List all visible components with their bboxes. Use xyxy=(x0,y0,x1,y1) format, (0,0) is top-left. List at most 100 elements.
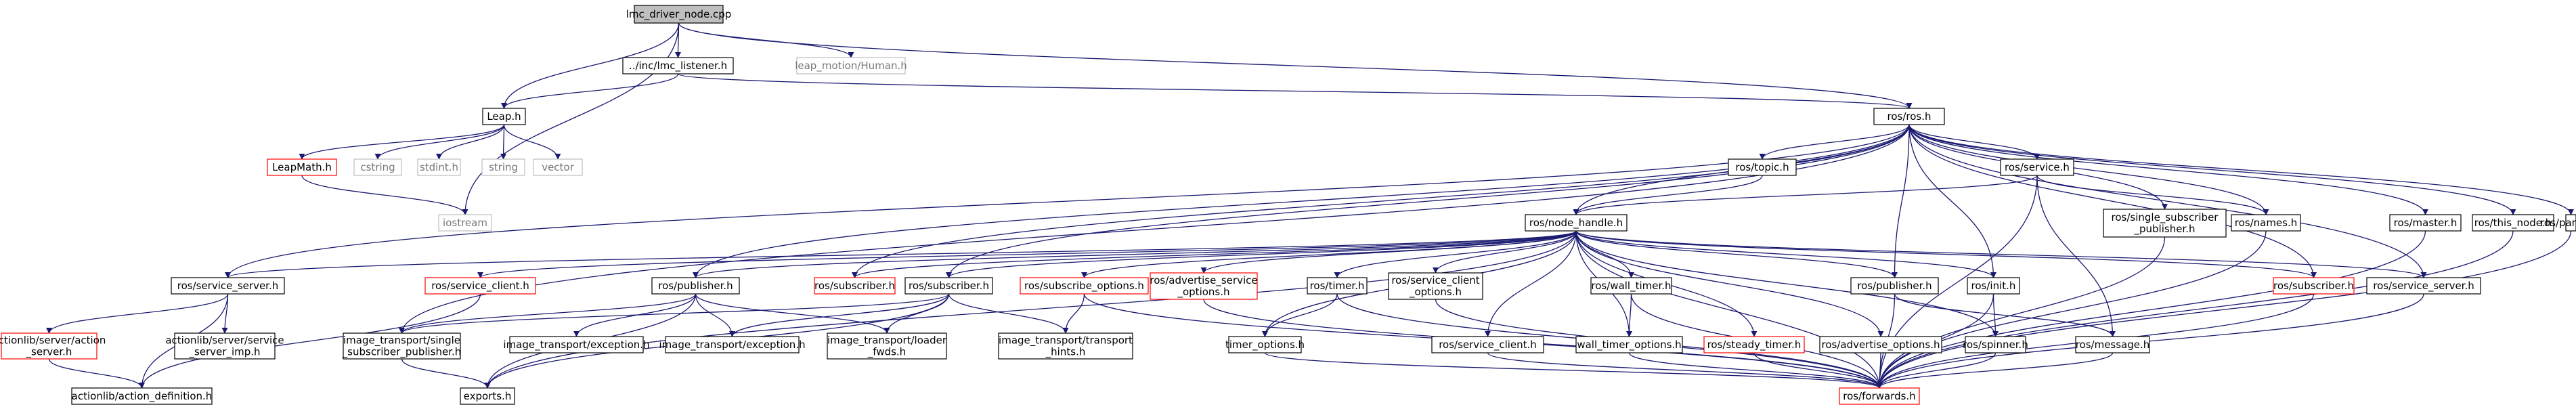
node-subscriber-red-l[interactable]: ros/subscriber.h xyxy=(814,277,896,295)
edge-rosros-to-topic xyxy=(1759,124,1910,160)
node-timer[interactable]: ros/timer.h xyxy=(1307,277,1368,295)
node-subscriber-red-r[interactable]: ros/subscriber.h xyxy=(2273,277,2355,295)
node-transport-hints[interactable]: image_transport/transport_hints.h xyxy=(998,332,1133,360)
node-label: wall_timer_options.h xyxy=(1577,339,1681,351)
node-box xyxy=(343,332,461,360)
node-publisher-r[interactable]: ros/publisher.h xyxy=(1850,277,1939,295)
node-root[interactable]: lmc_driver_node.cpp xyxy=(626,5,732,24)
node-rosros[interactable]: ros/ros.h xyxy=(1873,108,1945,125)
edge-service_server_l-to-action_server xyxy=(46,293,229,334)
node-box xyxy=(651,277,740,295)
node-names[interactable]: ros/names.h xyxy=(2231,214,2301,232)
node-exception1[interactable]: image_transport/exception.h xyxy=(503,336,650,353)
node-box xyxy=(1150,272,1258,300)
edge-service-to-node_handle xyxy=(1573,175,2038,215)
node-box xyxy=(1575,336,1683,353)
node-image-single-sub-pub[interactable]: image_transport/single_subscriber_publis… xyxy=(342,332,462,360)
node-node-handle[interactable]: ros/node_handle.h xyxy=(1525,214,1628,232)
edge-rosros-to-subscriber_l xyxy=(946,124,1910,278)
node-box xyxy=(438,214,492,232)
node-this-node[interactable]: ros/this_node.h xyxy=(2472,214,2554,232)
node-forwards[interactable]: ros/forwards.h xyxy=(1839,387,1920,405)
node-service-client-options[interactable]: ros/service_client_options.h xyxy=(1388,272,1483,300)
node-message[interactable]: ros/message.h xyxy=(2075,336,2150,353)
node-label: ros/publisher.h xyxy=(1857,280,1931,292)
edge-rosros-to-publisher_r xyxy=(1891,124,1910,278)
node-label: ros/steady_timer.h xyxy=(1707,339,1802,351)
edge-node_handle-to-subscriber_l xyxy=(946,230,1577,278)
node-string: string xyxy=(481,158,525,176)
node-topic[interactable]: ros/topic.h xyxy=(1728,158,1797,176)
node-steady-timer[interactable]: ros/steady_timer.h xyxy=(1703,336,1805,353)
node-service-server-l[interactable]: ros/service_server.h xyxy=(171,277,285,295)
node-param[interactable]: ros/param.h xyxy=(2540,214,2576,232)
node-box xyxy=(634,5,724,24)
edge-leapmath-to-iostream xyxy=(301,175,468,215)
node-exports[interactable]: exports.h xyxy=(460,387,515,405)
node-service-server-imp[interactable]: actionlib/server/service_server_imp.h xyxy=(165,332,284,360)
node-human: leap_motion/Human.h xyxy=(795,57,907,74)
node-leap[interactable]: Leap.h xyxy=(482,108,526,125)
node-box xyxy=(1703,336,1805,353)
node-label: ros/master.h xyxy=(2394,217,2458,229)
edge-message-to-forwards xyxy=(1876,352,2114,389)
node-label: _server_imp.h xyxy=(188,346,260,359)
node-action-server[interactable]: actionlib/server/action_server.h xyxy=(0,332,106,360)
node-label: actionlib/server/service xyxy=(165,335,284,347)
node-wall-timer[interactable]: ros/wall_timer.h xyxy=(1590,277,1672,295)
node-label: ros/subscriber.h xyxy=(814,280,895,292)
node-action-definition[interactable]: actionlib/action_definition.h xyxy=(71,387,213,405)
edge-subscriber_l-to-image_single_sub_pub xyxy=(399,293,950,334)
node-leapmath[interactable]: LeapMath.h xyxy=(267,158,337,176)
edge-rosros-to-init xyxy=(1908,124,1997,278)
node-subscriber-l[interactable]: ros/subscriber.h xyxy=(904,277,993,295)
node-service-server-r[interactable]: ros/service_server.h xyxy=(2366,277,2481,295)
node-box xyxy=(2075,336,2150,353)
edge-rosros-to-names xyxy=(1908,124,2269,215)
node-loader-fwds[interactable]: image_transport/loader_fwds.h xyxy=(827,332,947,360)
node-timer-options[interactable]: timer_options.h xyxy=(1225,336,1305,353)
edge-rosros-to-this_node xyxy=(1908,124,2516,215)
node-advertise-service-options[interactable]: ros/advertise_service_options.h xyxy=(1150,272,1258,300)
node-publisher-l[interactable]: ros/publisher.h xyxy=(651,277,740,295)
node-box xyxy=(814,277,896,295)
node-box xyxy=(1307,277,1368,295)
node-label: ros/init.h xyxy=(1971,280,2016,292)
edge-subscriber_l-to-exception2 xyxy=(729,293,950,337)
node-box xyxy=(1873,108,1945,125)
node-service-client-c[interactable]: ros/service_client.h xyxy=(1431,336,1544,353)
node-box xyxy=(2103,209,2227,238)
node-exception2[interactable]: image_transport/exception.h xyxy=(659,336,806,353)
node-label: ros/message.h xyxy=(2076,339,2150,351)
node-lmc-listener[interactable]: ../inc/lmc_listener.h xyxy=(622,57,734,74)
node-master[interactable]: ros/master.h xyxy=(2389,214,2462,232)
edge-node_handle-to-service_client_c xyxy=(1484,230,1577,337)
node-label: ros/timer.h xyxy=(1310,280,1365,292)
node-init[interactable]: ros/init.h xyxy=(1967,277,2020,295)
node-single-sub-pub[interactable]: ros/single_subscriber_publisher.h xyxy=(2103,209,2227,238)
node-service[interactable]: ros/service.h xyxy=(2000,158,2074,176)
node-service-client-l[interactable]: ros/service_client.h xyxy=(424,277,536,295)
node-box xyxy=(2472,214,2554,232)
node-label: ros/topic.h xyxy=(1735,161,1789,173)
edge-topic-to-node_handle xyxy=(1573,175,1763,215)
edge-node_handle-to-service_client_l xyxy=(477,230,1577,278)
node-wall-timer-options[interactable]: wall_timer_options.h xyxy=(1575,336,1683,353)
node-label: ../inc/lmc_listener.h xyxy=(629,60,727,72)
node-label: ros/service_client xyxy=(1391,274,1479,287)
node-box xyxy=(2000,158,2074,176)
node-label: exports.h xyxy=(464,390,512,402)
node-subscribe-options[interactable]: ros/subscribe_options.h xyxy=(1020,277,1149,295)
node-box xyxy=(71,387,213,405)
edge-rosros-to-publisher_l xyxy=(693,124,1910,278)
node-box xyxy=(1965,336,2026,353)
node-spinner[interactable]: ros/spinner.h xyxy=(1963,336,2028,353)
edge-rosros-to-service_server_l xyxy=(225,124,1910,278)
node-label: string xyxy=(489,161,518,173)
node-label: _hints.h xyxy=(1045,346,1086,359)
edge-rosros-to-service xyxy=(1908,124,2040,160)
node-label: ros/subscriber.h xyxy=(2273,280,2354,292)
node-label: ros/publisher.h xyxy=(658,280,733,292)
node-advertise-options[interactable]: ros/advertise_options.h xyxy=(1819,336,1942,353)
